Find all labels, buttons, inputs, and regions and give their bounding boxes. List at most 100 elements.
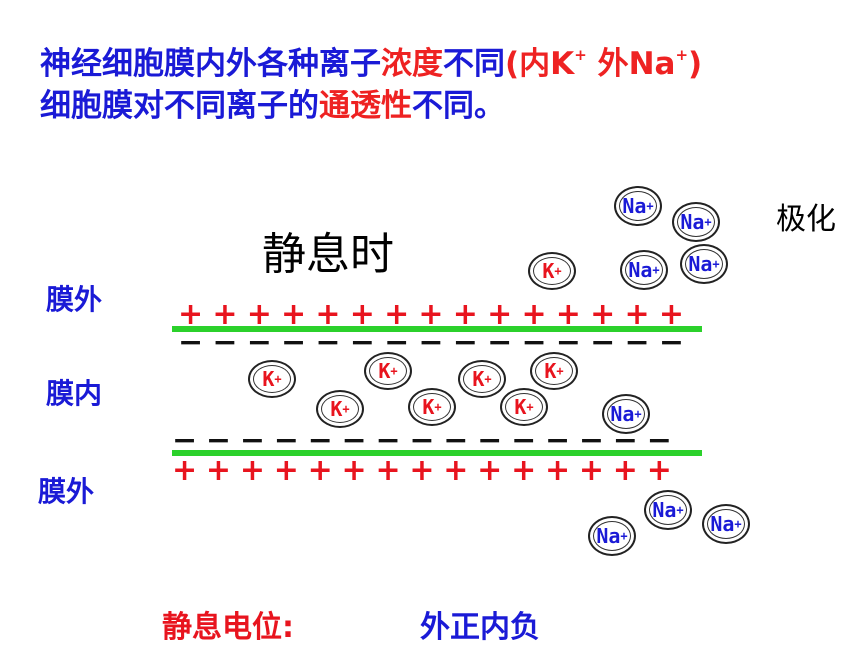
charge-row-inner-top: −−−−−−−−−−−−−−− bbox=[178, 328, 684, 358]
ion-symbol: Na bbox=[596, 524, 621, 548]
positive-charge: + bbox=[443, 453, 469, 488]
negative-charge: − bbox=[178, 325, 204, 360]
ion-symbol: Na bbox=[688, 252, 713, 276]
potassium-ion: K+ bbox=[364, 352, 412, 390]
potassium-ion: K+ bbox=[316, 390, 364, 428]
potassium-ion: K+ bbox=[528, 252, 576, 290]
heading-ion-note: (内K bbox=[505, 46, 575, 82]
ion-symbol: K bbox=[514, 395, 527, 419]
sodium-ion: Na+ bbox=[644, 490, 692, 530]
positive-charge: + bbox=[544, 453, 571, 488]
negative-charge: − bbox=[212, 325, 238, 360]
positive-charge: + bbox=[281, 297, 307, 332]
ion-symbol: Na bbox=[680, 210, 705, 234]
positive-charge: + bbox=[273, 453, 299, 488]
heading-emphasis-concentration: 浓度 bbox=[381, 46, 443, 82]
ion-symbol: Na bbox=[710, 512, 735, 536]
heading-text: 细胞膜对不同离子的 bbox=[40, 88, 319, 124]
positive-charge: + bbox=[384, 297, 410, 332]
sodium-ion: Na+ bbox=[602, 394, 650, 434]
sodium-ion: Na+ bbox=[672, 202, 720, 242]
charge-row-outer-top: +++++++++++++++ bbox=[178, 300, 684, 330]
ion-symbol: K bbox=[330, 397, 343, 421]
positive-charge: + bbox=[624, 297, 650, 332]
ion-symbol: Na bbox=[622, 194, 647, 218]
positive-charge: + bbox=[178, 297, 204, 332]
ion-symbol: K bbox=[542, 259, 555, 283]
label-outside-bottom: 膜外 bbox=[38, 475, 95, 508]
heading-text: 不同。 bbox=[412, 88, 505, 124]
positive-charge: + bbox=[612, 453, 638, 488]
heading-line-2: 细胞膜对不同离子的通透性不同。 bbox=[40, 86, 505, 126]
potassium-ion: K+ bbox=[458, 360, 506, 398]
label-outside-top: 膜外 bbox=[46, 283, 103, 316]
potassium-ion: K+ bbox=[248, 360, 296, 398]
ion-symbol: Na bbox=[628, 258, 653, 282]
ion-symbol: K bbox=[262, 367, 275, 391]
positive-charge: + bbox=[172, 453, 198, 488]
potassium-ion: K+ bbox=[530, 352, 578, 390]
sodium-ion: Na+ bbox=[588, 516, 636, 556]
negative-charge: − bbox=[624, 325, 650, 360]
ion-symbol: K bbox=[422, 395, 435, 419]
sodium-ion: Na+ bbox=[702, 504, 750, 544]
positive-charge: + bbox=[658, 297, 684, 332]
membrane-lower-line bbox=[172, 450, 702, 456]
heading-line-1: 神经细胞膜内外各种离子浓度不同(内K+ 外Na+) bbox=[40, 44, 702, 84]
heading-ion-note: 外Na bbox=[586, 46, 676, 82]
negative-charge: − bbox=[658, 325, 684, 360]
heading-superscript: + bbox=[574, 46, 587, 64]
negative-charge: − bbox=[246, 325, 272, 360]
positive-charge: + bbox=[590, 297, 616, 332]
negative-charge: − bbox=[452, 325, 478, 360]
heading-text: 神经细胞膜内外各种离子 bbox=[40, 46, 381, 82]
ion-symbol: Na bbox=[652, 498, 677, 522]
positive-charge: + bbox=[418, 297, 444, 332]
label-inside: 膜内 bbox=[46, 377, 103, 410]
positive-charge: + bbox=[521, 297, 547, 332]
positive-charge: + bbox=[646, 453, 672, 488]
footer-value: 外正内负 bbox=[420, 610, 540, 645]
positive-charge: + bbox=[315, 297, 341, 332]
positive-charge: + bbox=[555, 297, 581, 332]
ion-symbol: K bbox=[378, 359, 391, 383]
positive-charge: + bbox=[341, 453, 367, 488]
heading-superscript: + bbox=[675, 46, 689, 64]
ion-symbol: K bbox=[472, 367, 485, 391]
potassium-ion: K+ bbox=[500, 388, 548, 426]
negative-charge: − bbox=[349, 325, 375, 360]
charge-row-outer-bottom: +++++++++++++++ bbox=[172, 456, 672, 486]
sodium-ion: Na+ bbox=[620, 250, 668, 290]
negative-charge: − bbox=[281, 325, 307, 360]
negative-charge: − bbox=[487, 325, 513, 360]
state-title: 静息时 bbox=[262, 229, 394, 280]
positive-charge: + bbox=[349, 297, 375, 332]
positive-charge: + bbox=[477, 453, 503, 488]
negative-charge: − bbox=[315, 325, 341, 360]
ion-symbol: Na bbox=[610, 402, 635, 426]
negative-charge: − bbox=[590, 325, 616, 360]
positive-charge: + bbox=[205, 453, 232, 488]
positive-charge: + bbox=[409, 453, 435, 488]
heading-ion-note: ) bbox=[688, 46, 703, 82]
positive-charge: + bbox=[212, 297, 238, 332]
sodium-ion: Na+ bbox=[614, 186, 662, 226]
positive-charge: + bbox=[578, 453, 605, 488]
ion-symbol: K bbox=[544, 359, 557, 383]
positive-charge: + bbox=[246, 297, 272, 332]
footer-label: 静息电位: bbox=[162, 610, 294, 645]
positive-charge: + bbox=[452, 297, 478, 332]
negative-charge: − bbox=[418, 325, 444, 360]
positive-charge: + bbox=[307, 453, 333, 488]
membrane-upper-line bbox=[172, 326, 702, 332]
positive-charge: + bbox=[511, 453, 537, 488]
negative-charge: − bbox=[521, 325, 547, 360]
heading-text: 不同 bbox=[443, 46, 505, 82]
positive-charge: + bbox=[487, 297, 513, 332]
positive-charge: + bbox=[239, 453, 265, 488]
sodium-ion: Na+ bbox=[680, 244, 728, 284]
status-label: 极化 bbox=[776, 202, 836, 237]
heading-emphasis-permeability: 通透性 bbox=[319, 88, 412, 124]
positive-charge: + bbox=[375, 453, 401, 488]
potassium-ion: K+ bbox=[408, 388, 456, 426]
